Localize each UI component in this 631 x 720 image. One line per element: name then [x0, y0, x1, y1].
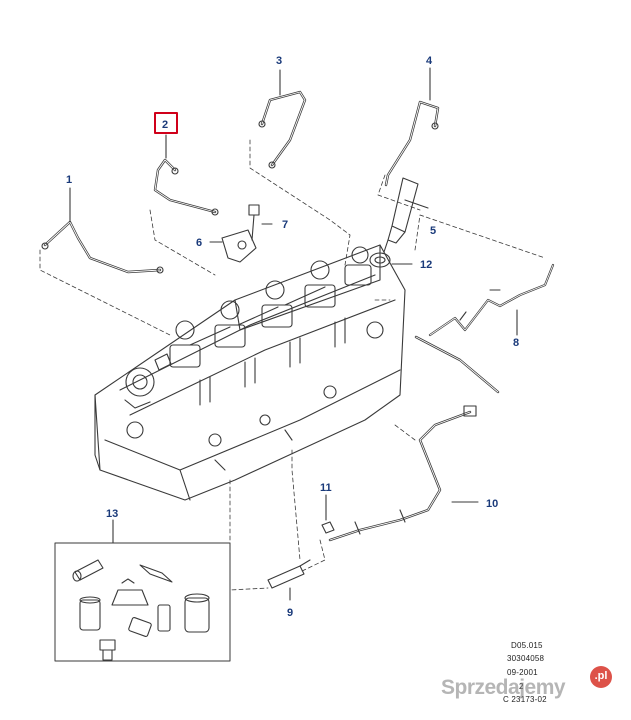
- drawing-part-number: 30304058: [507, 654, 545, 663]
- part-2-injector-pipe: [153, 134, 219, 216]
- callout-10[interactable]: 10: [486, 498, 498, 510]
- callout-2[interactable]: 2: [162, 119, 168, 131]
- callout-11[interactable]: 11: [320, 482, 332, 494]
- callout-3[interactable]: 3: [276, 55, 282, 67]
- callout-9[interactable]: 9: [287, 607, 293, 619]
- part-3-injector-pipe: [258, 69, 307, 169]
- leader-lines: [39, 139, 546, 591]
- callout-13[interactable]: 13: [106, 508, 118, 520]
- callout-4[interactable]: 4: [426, 55, 433, 67]
- drawing-catalog-code: C 23173-02: [503, 695, 547, 704]
- part-4-injector-pipe: [384, 67, 440, 187]
- callout-8[interactable]: 8: [513, 337, 519, 349]
- drawing-date: 09-2001: [507, 668, 538, 677]
- callout-5[interactable]: 5: [430, 225, 436, 237]
- watermark-text: Sprzedajemy: [441, 676, 566, 699]
- part-13-kit-box: [54, 519, 231, 662]
- drawing-revision: 2: [519, 682, 524, 691]
- watermark-logo-icon: .pl: [590, 666, 612, 688]
- part-6-injector-clamp: [209, 229, 257, 263]
- part-13-components: [72, 559, 210, 661]
- part-7-clamp-bolt: [248, 204, 273, 241]
- part-1-injector-pipe: [41, 187, 164, 274]
- callout-labels: 1 2 3 4 5 6 7 8 9 10 11 12 13: [66, 55, 519, 619]
- callout-7[interactable]: 7: [282, 219, 288, 231]
- part-11-nut: [321, 494, 335, 534]
- part-8-fuel-return-line: [414, 263, 555, 394]
- part-9-glow-plug: [267, 559, 311, 601]
- part-10-harness: [328, 405, 479, 542]
- part-5-injector: [383, 177, 429, 253]
- callout-2-highlight: [154, 112, 178, 134]
- drawing-ref-code: D05.015: [511, 641, 543, 650]
- part-12-seal-washer: [369, 252, 413, 268]
- callout-12[interactable]: 12: [420, 259, 432, 271]
- callout-1[interactable]: 1: [66, 174, 72, 186]
- callout-6[interactable]: 6: [196, 237, 202, 249]
- cylinder-head: [94, 244, 406, 501]
